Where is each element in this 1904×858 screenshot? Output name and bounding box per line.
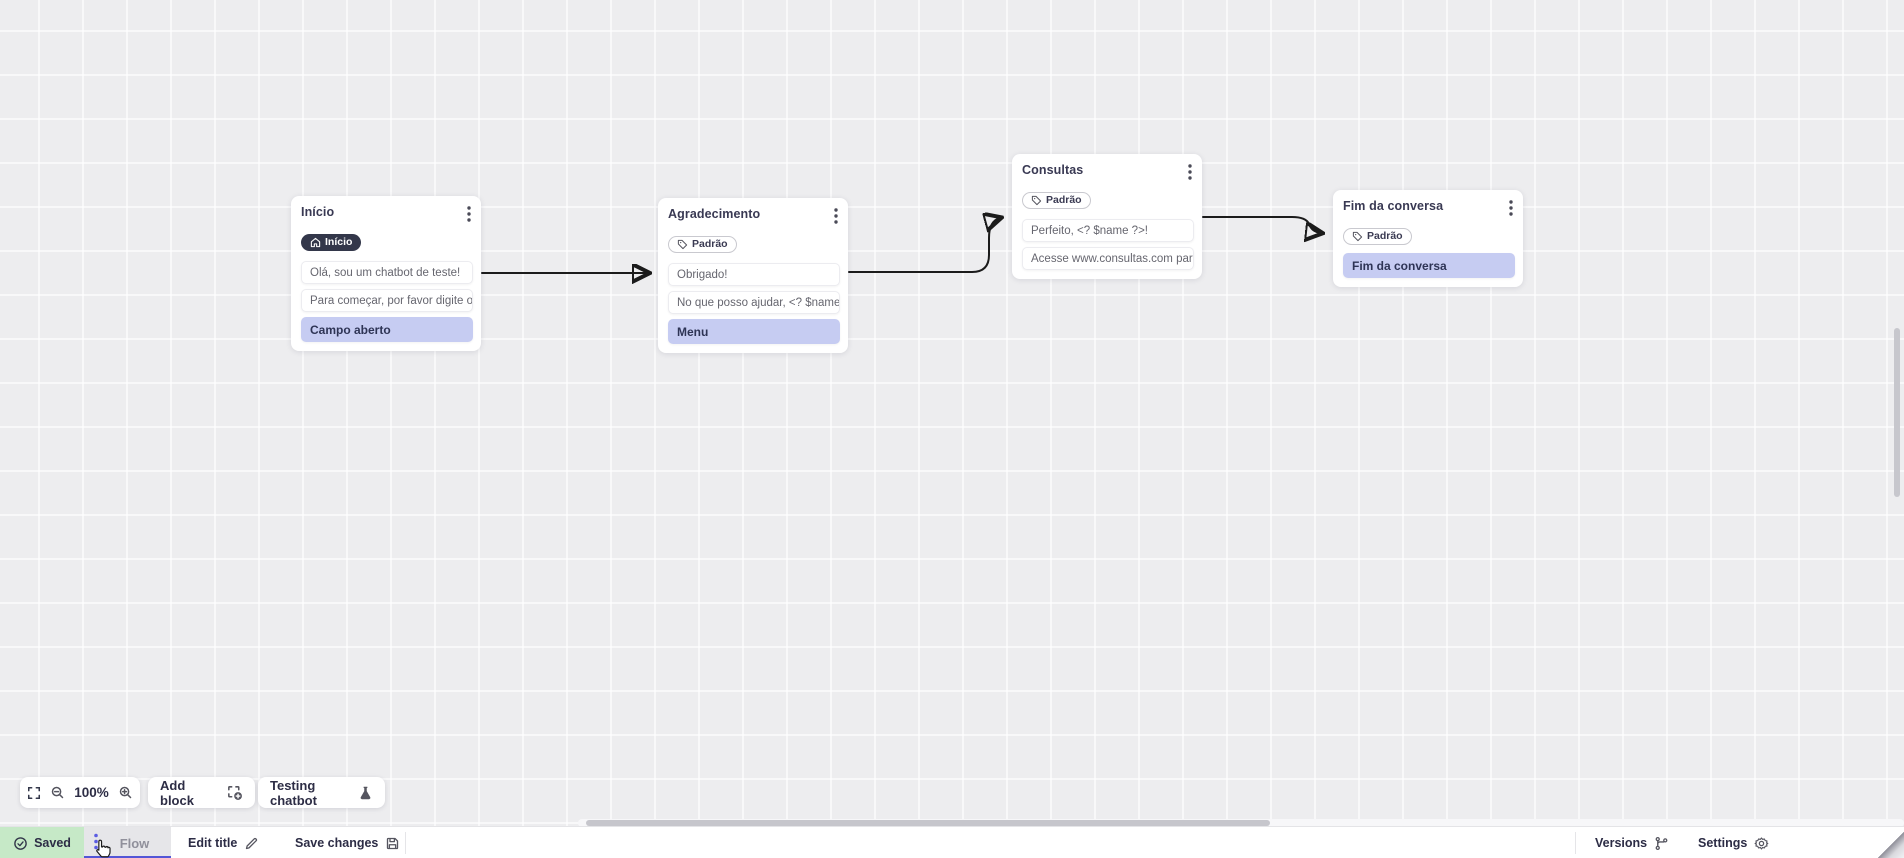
node-menu-icon[interactable] bbox=[1188, 164, 1192, 185]
divider bbox=[405, 832, 406, 854]
pencil-icon bbox=[244, 836, 259, 851]
flow-canvas[interactable]: Início Início Olá, sou um chatbot de tes… bbox=[0, 0, 1904, 827]
flow-node-fim-da-conversa[interactable]: Fim da conversa Padrão Fim da conversa bbox=[1333, 190, 1523, 287]
testing-chatbot-label: Testing chatbot bbox=[270, 777, 317, 808]
testing-chatbot-button[interactable]: Testing chatbot bbox=[258, 777, 385, 808]
tag-icon bbox=[1352, 231, 1363, 242]
node-type-badge: Início bbox=[301, 234, 362, 251]
add-block-icon bbox=[226, 784, 243, 801]
save-changes-button[interactable]: Save changes bbox=[295, 827, 400, 858]
home-icon bbox=[310, 237, 321, 248]
connection-agradecimento-consultas bbox=[848, 218, 1000, 273]
node-title: Fim da conversa bbox=[1343, 199, 1444, 213]
node-menu-icon[interactable] bbox=[467, 206, 471, 227]
tab-active-indicator bbox=[84, 856, 171, 858]
node-message[interactable]: Perfeito, <? $name ?>! bbox=[1022, 219, 1194, 242]
flask-icon bbox=[358, 785, 373, 801]
flow-connections bbox=[481, 0, 1904, 826]
zoom-toolbar: 100% bbox=[20, 777, 140, 808]
divider bbox=[1575, 832, 1576, 854]
vertical-scrollbar-thumb[interactable] bbox=[1894, 328, 1900, 497]
node-type-badge: Padrão bbox=[1343, 228, 1412, 245]
flow-node-consultas[interactable]: Consultas Padrão Perfeito, <? $name ?>! … bbox=[1012, 154, 1202, 279]
edit-title-button[interactable]: Edit title bbox=[188, 827, 259, 858]
node-type-badge: Padrão bbox=[1022, 192, 1091, 209]
gear-icon bbox=[1754, 836, 1769, 851]
flow-node-agradecimento[interactable]: Agradecimento Padrão Obrigado! No que po… bbox=[658, 198, 848, 353]
versions-button[interactable]: Versions bbox=[1595, 827, 1669, 858]
zoom-level: 100% bbox=[74, 785, 109, 800]
node-message[interactable]: Obrigado! bbox=[668, 263, 840, 286]
zoom-in-icon[interactable] bbox=[118, 785, 133, 800]
node-menu-icon[interactable] bbox=[834, 208, 838, 229]
node-menu-icon[interactable] bbox=[1509, 200, 1513, 221]
node-message[interactable]: Acesse www.consultas.com par... bbox=[1022, 247, 1194, 270]
tab-flow-label: Flow bbox=[119, 835, 150, 851]
save-status-label: Saved bbox=[34, 836, 71, 850]
horizontal-scrollbar-thumb[interactable] bbox=[586, 820, 1270, 826]
node-type-badge: Padrão bbox=[668, 236, 737, 253]
tag-icon bbox=[677, 239, 688, 250]
tab-flow[interactable]: Flow bbox=[84, 827, 171, 858]
page-fold-corner bbox=[1878, 832, 1904, 858]
check-circle-icon bbox=[13, 836, 28, 851]
node-input-block[interactable]: Menu bbox=[668, 319, 840, 344]
save-status-badge: Saved bbox=[0, 827, 84, 858]
node-message[interactable]: No que posso ajudar, <? $name ... bbox=[668, 291, 840, 314]
connection-consultas-fim bbox=[1202, 216, 1321, 233]
fullscreen-icon[interactable] bbox=[27, 786, 41, 800]
flow-node-inicio[interactable]: Início Início Olá, sou um chatbot de tes… bbox=[291, 196, 481, 351]
node-input-block[interactable]: Fim da conversa bbox=[1343, 253, 1515, 278]
node-input-block[interactable]: Campo aberto bbox=[301, 317, 473, 342]
node-message[interactable]: Para começar, por favor digite o ... bbox=[301, 289, 473, 312]
node-message[interactable]: Olá, sou um chatbot de teste! bbox=[301, 261, 473, 284]
add-block-button[interactable]: Add block bbox=[148, 777, 255, 808]
save-icon bbox=[385, 836, 400, 851]
git-branch-icon bbox=[1654, 836, 1669, 851]
tag-icon bbox=[1031, 195, 1042, 206]
node-title: Consultas bbox=[1022, 163, 1084, 177]
node-title: Agradecimento bbox=[668, 207, 761, 221]
node-title: Início bbox=[301, 205, 335, 219]
status-bar: Saved Flow Edit title Save changes Versi… bbox=[0, 826, 1904, 858]
add-block-label: Add block bbox=[160, 777, 194, 808]
settings-button[interactable]: Settings bbox=[1698, 827, 1769, 858]
zoom-out-icon[interactable] bbox=[50, 785, 65, 800]
